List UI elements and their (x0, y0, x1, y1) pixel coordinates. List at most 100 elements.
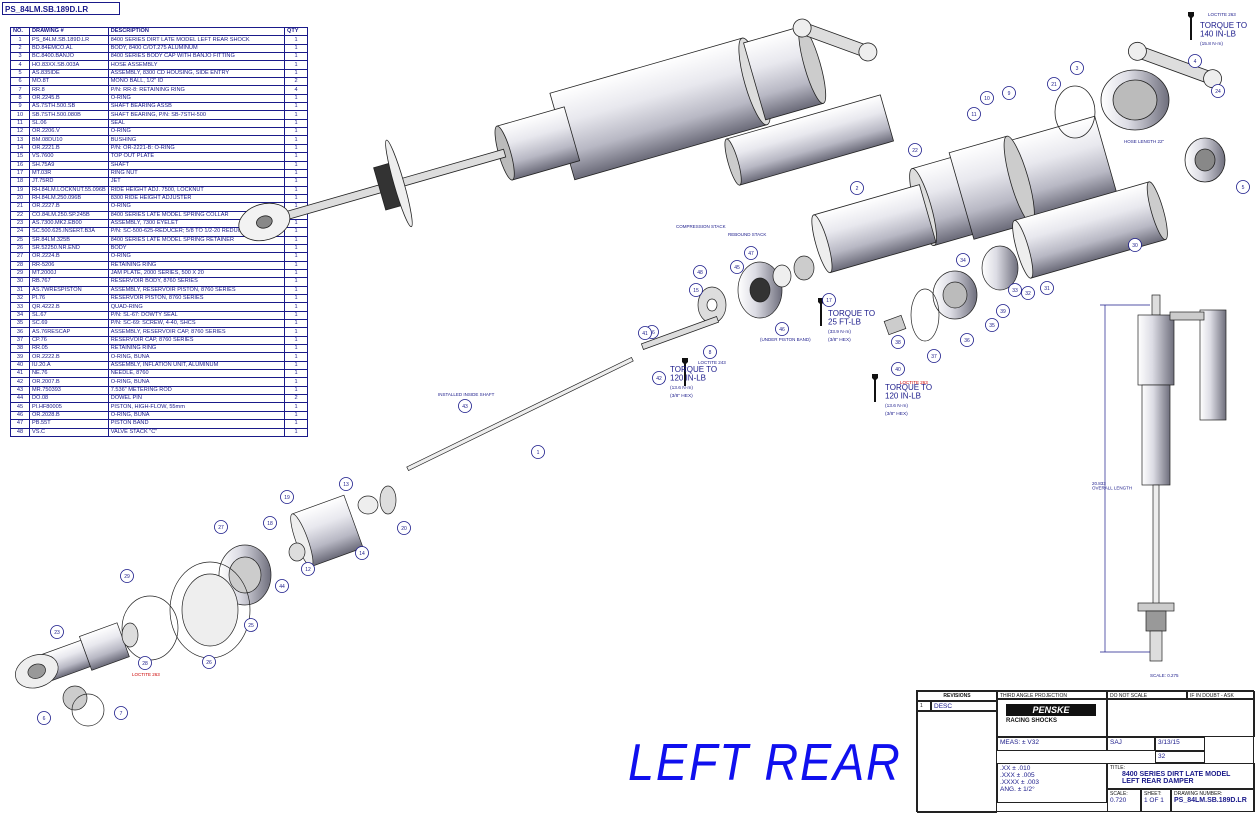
logo-cell: PENSKE RACING SHOCKS (997, 699, 1107, 737)
callout-number: 17 (826, 298, 832, 304)
revisions-header: REVISIONS (917, 691, 997, 701)
callout-balloon (744, 246, 758, 260)
callout-number: 2 (856, 186, 859, 192)
do-not-scale: DO NOT SCALE (1107, 691, 1187, 699)
callout-balloon (263, 516, 277, 530)
callout-balloon (1128, 238, 1142, 252)
callout-balloon (114, 706, 128, 720)
drawing-number-cell: DRAWING NUMBER: PS_84LM.SB.189D.LR (1171, 789, 1255, 812)
callout-number: 42 (656, 376, 662, 382)
drawing-number-tab: PS_84LM.SB.189D.LR (2, 2, 120, 15)
callout-number: 4 (1194, 59, 1197, 65)
callout-number: 20 (401, 526, 407, 532)
left-rear-label: LEFT REAR (628, 734, 902, 792)
drawing-number-value: PS_84LM.SB.189D.LR (1174, 797, 1247, 804)
drawing-number-label: DRAWING NUMBER: (1174, 791, 1223, 797)
third-angle-projection: THIRD ANGLE PROJECTION (997, 691, 1107, 699)
callout-balloon (244, 618, 258, 632)
wrench-icon (682, 12, 1194, 402)
title-line-2: LEFT REAR DAMPER (1122, 778, 1194, 785)
callout-number: 36 (964, 338, 970, 344)
callout-balloon (652, 371, 666, 385)
units-cell: MEAS: ± V32 (997, 737, 1107, 751)
callout-number: 27 (218, 525, 224, 531)
callout-balloon (1188, 54, 1202, 68)
callout-number: 30 (1132, 243, 1138, 249)
bom-item-number: 48 (10, 427, 30, 437)
callout-number: 31 (1044, 286, 1050, 292)
under-piston-band-label: (UNDER PISTON BAND) (760, 337, 811, 342)
callout-number: 35 (989, 323, 995, 329)
drawn-by: SAJ (1107, 737, 1155, 751)
legal-notice (1107, 699, 1255, 737)
callout-number: 28 (142, 661, 148, 667)
callout-balloon (120, 569, 134, 583)
callout-balloons: 1234567891011121314151617181920212223242… (37, 54, 1250, 725)
callout-number: 46 (779, 327, 785, 333)
callout-balloon (138, 656, 152, 670)
callout-balloon (693, 265, 707, 279)
callout-balloon (850, 181, 864, 195)
callout-number: 37 (931, 354, 937, 360)
callout-balloon (703, 345, 717, 359)
callout-balloon (985, 318, 999, 332)
callout-number: 26 (206, 660, 212, 666)
callout-number: 40 (895, 367, 901, 373)
callout-balloon (689, 283, 703, 297)
callout-balloon (1021, 286, 1035, 300)
title-block: REVISIONS 1 DESC THIRD ANGLE PROJECTION … (916, 690, 1255, 813)
measure-value: 32 (1155, 751, 1205, 763)
callout-balloon (1008, 283, 1022, 297)
callout-number: 22 (912, 148, 918, 154)
callout-balloon (980, 91, 994, 105)
callout-number: 21 (1051, 82, 1057, 88)
scale-label: SCALE: (1110, 791, 1128, 797)
title-line-1: 8400 SERIES DIRT LATE MODEL (1122, 771, 1231, 778)
callout-number: 44 (279, 584, 285, 590)
assembled-shock-top (238, 18, 895, 242)
callout-number: 7 (120, 711, 123, 717)
tolerances: .XX ± .010 .XXX ± .005 .XXXX ± .003 ANG.… (997, 763, 1107, 803)
callout-number: 25 (248, 623, 254, 629)
callout-balloon (967, 107, 981, 121)
callout-number: 16 (649, 330, 655, 336)
callout-number: 43 (462, 404, 468, 410)
sheet-cell: SHEET: 1 OF 1 (1141, 789, 1171, 812)
tol-xxx: .XXXX ± .003 (1000, 779, 1039, 786)
callout-number: 12 (305, 567, 311, 573)
callout-number: 23 (54, 630, 60, 636)
callout-number: 41 (642, 331, 648, 337)
callout-number: 11 (971, 112, 976, 118)
callout-number: 8 (709, 350, 712, 356)
callout-number: 15 (693, 288, 699, 294)
reservoir-cap-parts (883, 245, 1019, 342)
exploded-body-right (811, 41, 1226, 279)
callout-balloon (1236, 180, 1250, 194)
bom-description: VALVE STACK "C" (107, 427, 286, 437)
date: 3/13/15 (1155, 737, 1205, 751)
scale-small-label: SCALE: 0.275 (1150, 673, 1179, 678)
rebound-stack-label: REBOUND STACK (728, 232, 766, 237)
scale-cell: SCALE: 0.720 (1107, 789, 1141, 812)
if-in-doubt: IF IN DOUBT - ASK (1187, 691, 1255, 699)
callout-number: 10 (984, 96, 990, 102)
tol-xx: .XXX ± .005 (1000, 772, 1035, 779)
sheet-value: 1 OF 1 (1144, 797, 1164, 804)
callout-number: 32 (1025, 291, 1031, 297)
callout-balloon (908, 143, 922, 157)
callout-balloon (1211, 84, 1225, 98)
revision-desc: DESC (931, 701, 997, 711)
callout-number: 24 (1215, 89, 1221, 95)
callout-balloon (397, 521, 411, 535)
callout-balloon (37, 711, 51, 725)
callout-balloon (458, 399, 472, 413)
revisions-area (917, 711, 997, 813)
loctite-263-top-label: LOCTITE 263 (1208, 12, 1236, 17)
callout-number: 33 (1012, 288, 1018, 294)
